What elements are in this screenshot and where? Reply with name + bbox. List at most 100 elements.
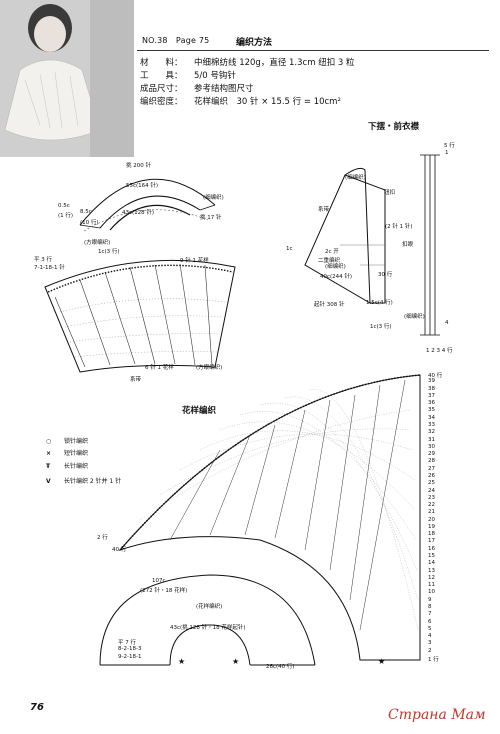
hem-front-diagram (304, 154, 440, 336)
row-number: 3 (428, 640, 432, 647)
svg-text:★: ★ (178, 657, 185, 666)
spec-tools: 工 具：5/0 号钩针 (140, 71, 236, 81)
svg-text:★: ★ (378, 657, 385, 666)
row-number: 18 (428, 531, 435, 538)
fan-label-8-2: 8-2-18-3 (118, 646, 142, 652)
hem-label-2st: (2 针 1 针) (385, 224, 413, 230)
yoke-label-tie: 系带 (130, 377, 142, 383)
hem-label-single2: (细编织) (325, 264, 346, 270)
collar-label-pick200: 挑 200 针 (126, 163, 151, 169)
hem-label-1c: 1c (286, 246, 293, 252)
hem-label-single3: (细编织) (404, 314, 425, 320)
model-photo (0, 0, 134, 157)
fan-label-26c: 26c(40 行) (266, 664, 295, 670)
row-number: 27 (428, 465, 435, 472)
row-number: 9 (428, 596, 432, 603)
collar-label-10row: (10 行) (80, 220, 99, 226)
yoke-label-dec: 7-1-18-1 针 (34, 265, 65, 271)
header-divider (137, 50, 489, 51)
pattern-number: NO.38 Page 75 (142, 36, 210, 45)
collar-label-pick17: 挑 17 针 (200, 215, 222, 221)
fan-stitch-chart: ★ ★ ★ (99, 374, 421, 666)
row-number: 5 (428, 625, 432, 632)
hem-label-40c: 40c(244 针) (320, 274, 353, 280)
spec-size: 成品尺寸：参考结构图尺寸 (140, 84, 254, 94)
row-number: 39 (428, 378, 435, 385)
band-label-1: 1 (445, 150, 449, 156)
yoke-label-6st: 6 针 1 花样 (145, 365, 174, 371)
row-number: 22 (428, 502, 435, 509)
hem-label-2c: 2c 开 (325, 249, 339, 255)
yoke-stitch-chart (44, 259, 236, 373)
row-number: 33 (428, 421, 435, 428)
row-number: 23 (428, 494, 435, 501)
row-number: 37 (428, 392, 435, 399)
row-number: 31 (428, 436, 435, 443)
band-label-5row: 5 行 (444, 143, 455, 149)
yoke-label-9st: 9 针 1 花样 (180, 258, 209, 264)
collar-label-1c: 1c(3 行) (98, 249, 120, 255)
hem-front-title: 下摆・前衣襟 (368, 122, 420, 132)
hem-label-double: 二重编织 (318, 258, 341, 264)
row-number: 11 (428, 582, 435, 589)
collar-label-mesh: (方眼编织) (84, 240, 111, 246)
row-number: 13 (428, 567, 435, 574)
row-number: 4 (428, 633, 432, 640)
collar-label-1row: (1 行) (58, 213, 74, 219)
row-number: 35 (428, 407, 435, 414)
row-number: 36 (428, 400, 435, 407)
legend-chain: ○锁针编织 (46, 438, 89, 445)
row-number: 24 (428, 487, 435, 494)
spec-materials: 材 料：中细棉纺线 120g，直径 1.3cm 纽扣 3 粒 (140, 58, 355, 68)
row-number: 14 (428, 560, 435, 567)
row-number: 26 (428, 472, 435, 479)
hem-label-tie: 系带 (318, 207, 330, 213)
fan-label-40rows: 40 行 (112, 547, 127, 553)
collar-label-43c: 43c(128 针) (122, 210, 155, 216)
page-number: 76 (30, 702, 44, 713)
collar-diagram (79, 178, 216, 232)
row-number: 28 (428, 458, 435, 465)
row-number: 20 (428, 516, 435, 523)
fan-label-272st: (272 针・18 花样) (140, 588, 188, 594)
row-number: 32 (428, 429, 435, 436)
hem-label-buttonhole: 扣眼 (402, 242, 414, 248)
row-number: 1 行 (428, 657, 439, 663)
row-number: 12 (428, 574, 435, 581)
row-number: 16 (428, 545, 435, 552)
collar-label-05c: 0.5c (58, 203, 70, 209)
row-number: 2 (428, 647, 432, 654)
watermark: Страна Мам (388, 707, 486, 723)
row-number: 7 (428, 611, 432, 618)
row-number: 29 (428, 451, 435, 458)
hem-label-30rows: 30 行 (378, 272, 393, 278)
row-number: 10 (428, 589, 435, 596)
row-number: 38 (428, 385, 435, 392)
row-number: 21 (428, 509, 435, 516)
yoke-label-mesh: (方眼编织) (196, 365, 223, 371)
svg-text:★: ★ (232, 657, 239, 666)
band-label-4: 4 (445, 320, 449, 326)
row-number: 40 行 (428, 373, 443, 379)
row-number: 25 (428, 480, 435, 487)
fan-label-flat7: 平 7 行 (118, 640, 136, 646)
hem-label-button: 钮扣 (384, 190, 396, 196)
hem-label-15c: 1.5c(4 行) (366, 300, 393, 306)
legend-single: ×短针编织 (46, 450, 89, 457)
page-title: 编织方法 (236, 38, 273, 48)
hem-label-1c3row: 1c(3 行) (370, 324, 392, 330)
fan-label-2rows: 2 行 (97, 535, 108, 541)
fan-label-pattern: (花样编织) (196, 604, 223, 610)
yoke-label-flat3: 平 3 行 (34, 257, 52, 263)
row-number: 19 (428, 523, 435, 530)
hem-label-start308: 起针 308 针 (314, 302, 345, 308)
fan-label-9-2: 9-2-18-1 (118, 654, 142, 660)
child-photo-illustration (0, 0, 134, 157)
collar-label-85c: 8.5c (80, 209, 92, 215)
band-label-1234: 1 2 3 4 行 (426, 348, 453, 354)
row-number: 34 (428, 414, 435, 421)
hem-label-single: (细编织) (345, 175, 366, 181)
row-number: 15 (428, 553, 435, 560)
